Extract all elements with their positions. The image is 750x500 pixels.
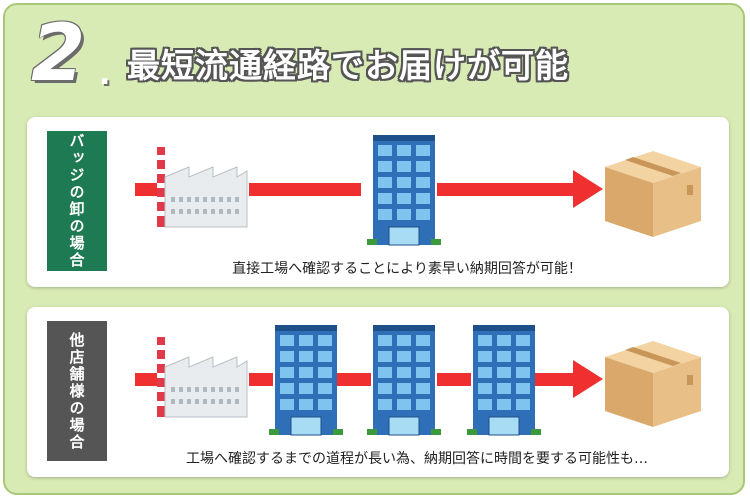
building-icon (367, 135, 441, 246)
flow-caption-direct: 直接工場へ確認することにより素早い納期回答が可能！ (232, 261, 582, 277)
flow-caption-other: 工場へ確認するまでの道程が長い為、納期回答に時間を要する可能性も… (186, 451, 648, 467)
step-card: 2 . 最短流通経路でお届けが可能 バッジの卸の場合 (3, 3, 745, 495)
flow-diagram-other (135, 325, 701, 436)
flow-label-other: 他店舗様の場合 (47, 321, 107, 461)
building-icon (367, 325, 441, 436)
step-header: 2 . 最短流通経路でお届けが可能 (23, 9, 723, 103)
flow-label-direct: バッジの卸の場合 (47, 131, 107, 271)
box-icon (605, 151, 701, 237)
factory-icon (157, 147, 248, 228)
building-icon (269, 325, 343, 436)
flow-arrow (135, 170, 603, 208)
step-dot: . (99, 57, 111, 92)
flow-panel-direct: バッジの卸の場合 (27, 117, 729, 287)
factory-icon (157, 337, 248, 418)
flow-panel-other: 他店舗様の場合 (27, 307, 729, 477)
flow-diagram-direct (135, 135, 701, 246)
step-title: 最短流通経路でお届けが可能 (127, 46, 569, 85)
box-icon (605, 341, 701, 427)
building-icon (467, 325, 541, 436)
flow-arrow (135, 360, 603, 398)
step-number: 2 (31, 9, 86, 99)
